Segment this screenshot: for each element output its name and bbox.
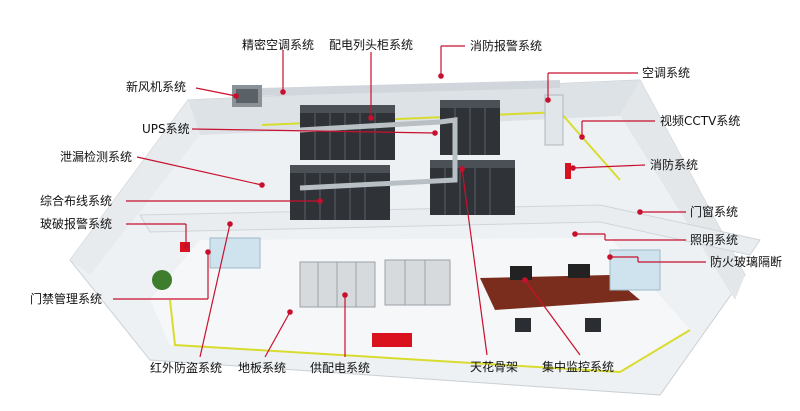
monitor-left xyxy=(510,266,532,280)
chair-right xyxy=(585,318,601,332)
floor-border-bottom xyxy=(169,299,691,374)
label-fresh-air: 新风机系统 xyxy=(126,80,187,94)
label-fire-glass-partition: 防火玻璃隔断 xyxy=(710,255,783,269)
potted-plant xyxy=(152,270,172,290)
fire-extinguisher xyxy=(565,163,571,179)
label-doors-windows: 门窗系统 xyxy=(690,205,739,219)
right-window xyxy=(609,249,661,291)
label-central-monitoring: 集中监控系统 xyxy=(542,360,615,374)
label-access-control: 门禁管理系统 xyxy=(30,292,103,306)
rack-row-back-right xyxy=(440,100,500,155)
power-cabinets xyxy=(299,259,451,308)
label-infrared-security: 红外防盗系统 xyxy=(150,361,223,375)
ceiling-duct xyxy=(259,80,561,96)
label-leak-detection: 泄漏检测系统 xyxy=(60,150,133,164)
rack-row-front-right xyxy=(430,160,515,215)
label-power-supply: 供配电系统 xyxy=(310,361,371,375)
rack-row-front-left xyxy=(290,165,390,220)
label-ups: UPS系统 xyxy=(142,122,190,136)
label-ceiling-frame: 天花骨架 xyxy=(470,360,519,374)
monitor-right xyxy=(568,264,590,278)
label-fire-alarm: 消防报警系统 xyxy=(470,39,543,53)
entrance-mat xyxy=(372,333,412,347)
chair-left xyxy=(515,318,531,332)
label-cabling: 综合布线系统 xyxy=(40,194,113,208)
label-precision-ac: 精密空调系统 xyxy=(242,38,315,52)
fresh-air-unit xyxy=(232,85,262,107)
left-wall xyxy=(70,100,200,275)
label-glass-break-alarm: 玻破报警系统 xyxy=(40,217,113,231)
left-window xyxy=(209,237,261,269)
label-lighting: 照明系统 xyxy=(690,233,739,247)
label-fire-fighting: 消防系统 xyxy=(650,158,699,172)
leader-lines xyxy=(113,45,706,358)
label-floor: 地板系统 xyxy=(238,361,287,375)
cable-tray xyxy=(299,117,458,191)
label-air-conditioning: 空调系统 xyxy=(642,66,691,80)
ac-unit xyxy=(544,94,564,146)
label-distribution-cabinet: 配电列头柜系统 xyxy=(329,38,414,52)
monitoring-desk xyxy=(480,275,640,310)
label-cctv: 视频CCTV系统 xyxy=(660,114,741,128)
